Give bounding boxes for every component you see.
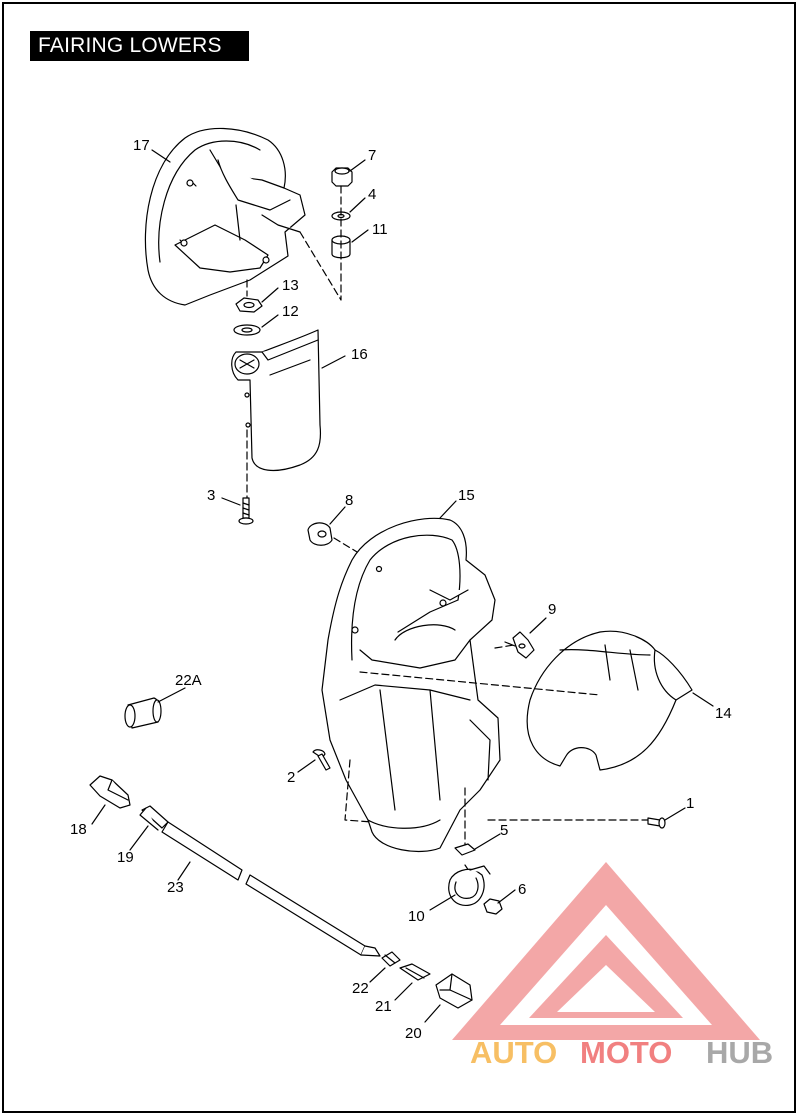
callout-10: 10 <box>408 908 425 925</box>
part-20-connector <box>435 973 473 1009</box>
part-12-washer <box>233 324 261 336</box>
part-15-lower-fairing <box>321 517 501 853</box>
callout-20: 20 <box>405 1025 422 1042</box>
callout-17: 17 <box>133 137 150 154</box>
callout-14: 14 <box>715 705 732 722</box>
part-23-conduit <box>161 821 381 957</box>
part-6-nut <box>483 898 503 915</box>
part-19-terminal <box>139 805 169 831</box>
callout-11: 11 <box>372 221 388 238</box>
callout-19: 19 <box>117 849 134 866</box>
callout-22a: 22A <box>175 672 202 689</box>
watermark-auto: AUTO <box>470 1035 557 1070</box>
callout-13: 13 <box>282 277 299 294</box>
assembly-line-17 <box>299 185 342 301</box>
callout-5: 5 <box>500 822 508 839</box>
part-22-terminal <box>381 951 401 967</box>
callout-9: 9 <box>548 601 556 618</box>
callout-8: 8 <box>345 492 353 509</box>
callout-23: 23 <box>167 879 184 896</box>
part-8-grommet <box>307 522 333 546</box>
part-13-nut <box>235 297 263 313</box>
part-7-nut <box>331 167 353 187</box>
leader-lines <box>91 149 714 1023</box>
part-14-door <box>526 630 693 771</box>
callout-3: 3 <box>207 487 215 504</box>
page-title: FAIRING LOWERS <box>30 31 249 61</box>
callout-16: 16 <box>351 346 368 363</box>
callout-7: 7 <box>368 147 376 164</box>
part-22a-connector <box>124 697 162 729</box>
callout-2: 2 <box>287 769 295 786</box>
part-10-clamp <box>448 865 491 907</box>
callout-18: 18 <box>70 821 87 838</box>
watermark-moto: MOTO <box>580 1035 672 1070</box>
callout-labels: 17 7 4 11 13 12 16 3 8 15 9 22A 14 2 1 5… <box>70 137 732 1042</box>
part-3-screw <box>238 497 254 525</box>
watermark-logo-mark <box>452 862 760 1040</box>
callout-6: 6 <box>518 881 526 898</box>
watermark-hub: HUB <box>706 1035 773 1070</box>
callout-21: 21 <box>375 998 392 1015</box>
part-17-inner-fairing <box>144 127 306 306</box>
part-2-screw <box>312 749 331 771</box>
callout-12: 12 <box>282 303 299 320</box>
callout-1: 1 <box>686 795 694 812</box>
callout-22: 22 <box>352 980 369 997</box>
assembly-line-15 <box>344 644 649 881</box>
part-21-terminals <box>399 963 431 981</box>
part-9-clip <box>504 631 535 659</box>
part-1-screw <box>647 817 666 829</box>
callout-4: 4 <box>368 186 376 203</box>
part-16-mount-bracket <box>231 329 322 472</box>
part-5-clip <box>454 843 476 856</box>
watermark-text: AUTO MOTO HUB <box>470 1035 773 1070</box>
part-18-connector <box>89 775 131 809</box>
callout-15: 15 <box>458 487 475 504</box>
